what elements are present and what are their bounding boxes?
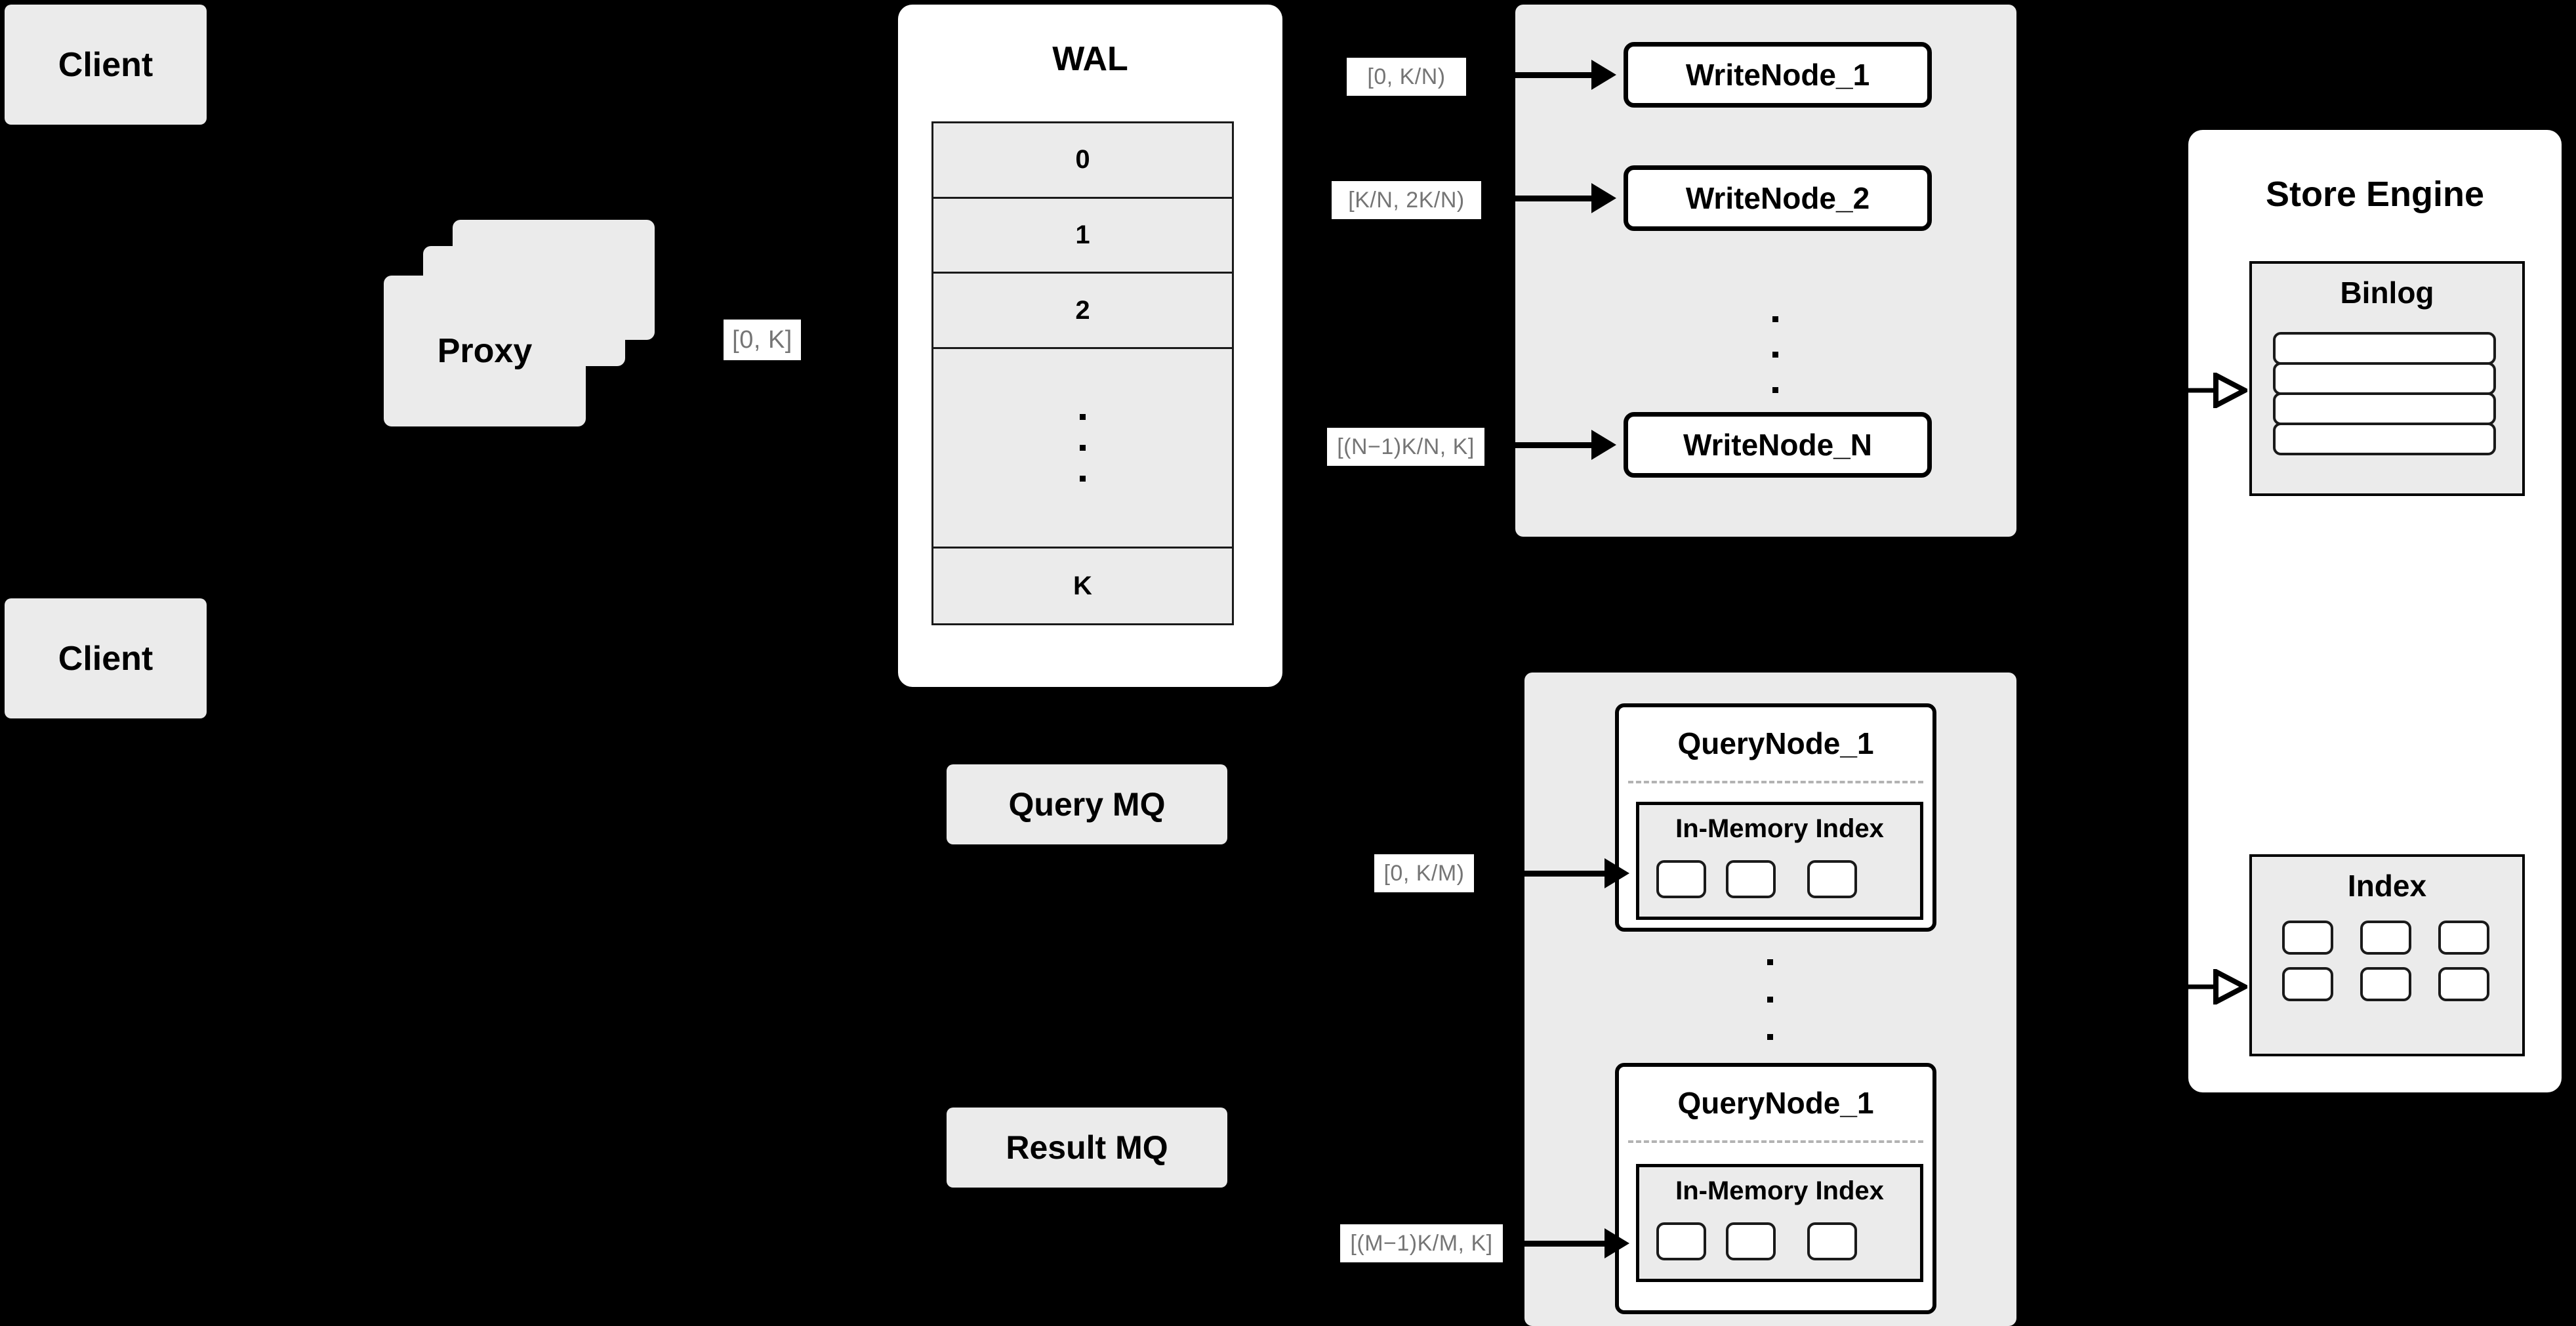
- write-node-n-arrow-head-icon: [1591, 430, 1616, 460]
- write-node-1-range-label: [0, K/N): [1347, 58, 1466, 96]
- write-node-2[interactable]: WriteNode_2: [1624, 165, 1932, 231]
- query-node-m-index-slot: [1726, 1222, 1776, 1260]
- write-node-1-arrow-head-icon: [1591, 60, 1616, 90]
- query-node-1-in-memory-index-title: In-Memory Index: [1675, 814, 1884, 843]
- result-mq-label: Result MQ: [1006, 1129, 1168, 1166]
- query-node-m[interactable]: QueryNode_1 In-Memory Index: [1615, 1063, 1936, 1314]
- write-node-1-label: WriteNode_1: [1685, 58, 1870, 92]
- binlog-inbound-arrow: [2188, 373, 2247, 408]
- open-arrow-head-icon: [2213, 373, 2247, 408]
- query-node-m-title: QueryNode_1: [1677, 1086, 1874, 1120]
- wal-row: K: [933, 549, 1232, 624]
- index-inbound-arrow: [2188, 969, 2247, 1005]
- query-node-m-arrow-line: [1522, 1241, 1606, 1247]
- open-arrow-head-icon: [2213, 969, 2247, 1005]
- wal-title: WAL: [1052, 40, 1128, 78]
- query-node-1-index-slot: [1726, 860, 1776, 898]
- query-node-1-arrow-line: [1522, 871, 1606, 877]
- index-slot: [2360, 921, 2411, 955]
- write-node-1-arrow-line: [1509, 72, 1593, 78]
- query-node-1-index-slot: [1807, 860, 1857, 898]
- proxy-range-label: [0, K]: [724, 320, 801, 360]
- wal-row: 2: [933, 274, 1232, 350]
- index-title: Index: [2347, 869, 2427, 903]
- store-engine-panel: Store Engine Binlog Index: [2188, 130, 2562, 1092]
- client-node-1[interactable]: Client: [5, 5, 207, 125]
- query-mq-node[interactable]: Query MQ: [947, 764, 1227, 844]
- write-node-n-arrow-line: [1509, 442, 1593, 448]
- binlog-panel: Binlog: [2249, 261, 2525, 496]
- wal-vertical-ellipsis-icon: [1080, 414, 1086, 482]
- proxy-node[interactable]: Proxy: [384, 276, 586, 426]
- query-node-m-range-label: [(M−1)K/M, K]: [1340, 1224, 1503, 1262]
- query-node-1-range-label: [0, K/M): [1374, 854, 1474, 892]
- binlog-row: [2273, 392, 2496, 425]
- index-slot: [2438, 921, 2489, 955]
- client-node-1-label: Client: [58, 45, 153, 84]
- wal-row: 0: [933, 123, 1232, 199]
- write-node-2-arrow-head-icon: [1591, 183, 1616, 213]
- store-engine-title: Store Engine: [2265, 175, 2485, 214]
- query-mq-label: Query MQ: [1008, 786, 1166, 823]
- index-slot: [2438, 967, 2489, 1001]
- query-node-1-title: QueryNode_1: [1677, 726, 1874, 760]
- write-node-2-label: WriteNode_2: [1685, 181, 1870, 215]
- binlog-row: [2273, 332, 2496, 365]
- query-node-1-in-memory-index-panel: In-Memory Index: [1636, 802, 1923, 920]
- binlog-title: Binlog: [2340, 276, 2434, 310]
- query-cluster-vertical-ellipsis-icon: [1763, 943, 1776, 1055]
- write-node-n-label: WriteNode_N: [1683, 428, 1872, 462]
- query-node-m-in-memory-index-panel: In-Memory Index: [1636, 1164, 1923, 1282]
- query-node-m-index-slot: [1807, 1222, 1857, 1260]
- query-node-m-in-memory-index-title: In-Memory Index: [1675, 1176, 1884, 1205]
- proxy-node-label: Proxy: [437, 332, 533, 370]
- wal-row-ellipsis: [933, 349, 1232, 549]
- client-node-2-label: Client: [58, 639, 153, 678]
- index-slot: [2360, 967, 2411, 1001]
- write-node-2-range-label: [K/N, 2K/N): [1332, 181, 1481, 219]
- query-node-1[interactable]: QueryNode_1 In-Memory Index: [1615, 703, 1936, 932]
- client-node-2[interactable]: Client: [5, 598, 207, 718]
- query-node-1-divider: [1628, 781, 1923, 783]
- binlog-row: [2273, 423, 2496, 455]
- write-node-1[interactable]: WriteNode_1: [1624, 42, 1932, 108]
- query-node-1-arrow-head-icon: [1605, 858, 1629, 888]
- index-slot: [2282, 921, 2333, 955]
- result-mq-node[interactable]: Result MQ: [947, 1108, 1227, 1188]
- wal-table: 0 1 2 K: [931, 121, 1234, 625]
- index-slot: [2282, 967, 2333, 1001]
- query-node-m-arrow-head-icon: [1605, 1228, 1629, 1258]
- wal-row: 1: [933, 198, 1232, 274]
- query-node-m-index-slot: [1656, 1222, 1706, 1260]
- index-panel: Index: [2249, 854, 2525, 1056]
- write-cluster-vertical-ellipsis-icon: [1768, 279, 1782, 430]
- binlog-row: [2273, 362, 2496, 395]
- query-node-m-divider: [1628, 1140, 1923, 1143]
- write-node-2-arrow-line: [1509, 196, 1593, 201]
- wal-panel: WAL 0 1 2 K: [898, 5, 1282, 687]
- write-node-n-range-label: [(N−1)K/N, K]: [1327, 428, 1484, 466]
- write-node-n[interactable]: WriteNode_N: [1624, 412, 1932, 478]
- query-node-1-index-slot: [1656, 860, 1706, 898]
